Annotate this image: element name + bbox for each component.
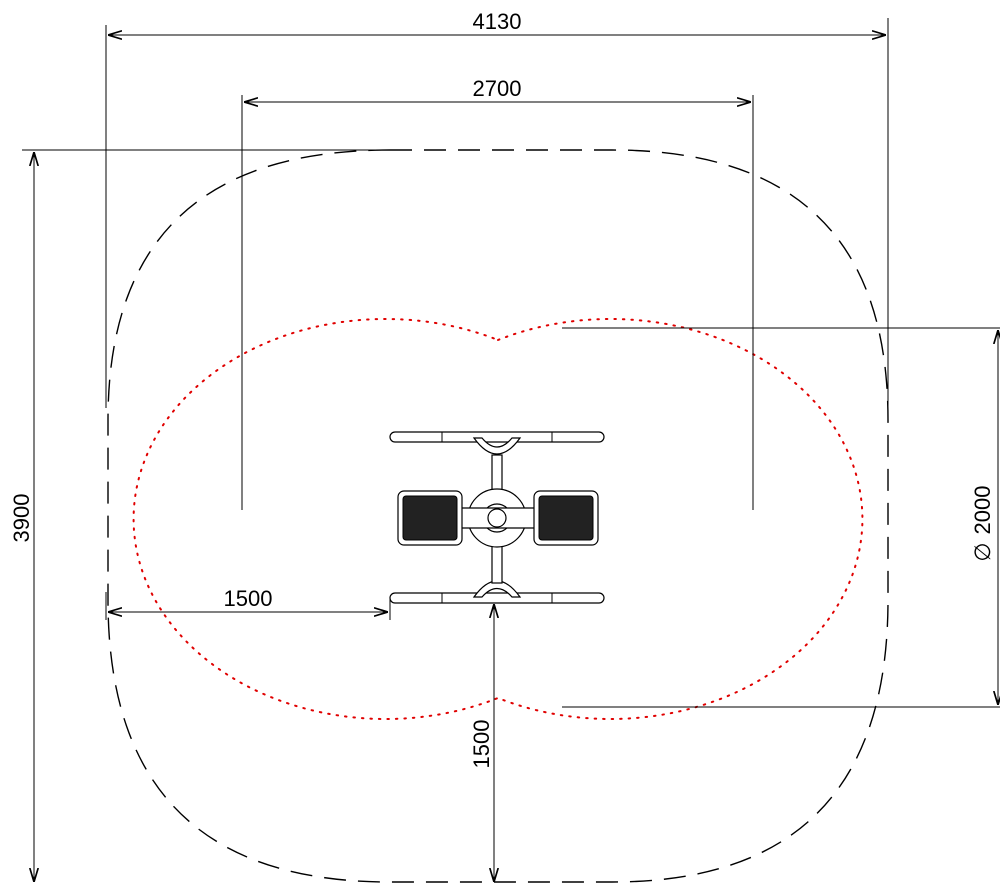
dimension-inner-width: 2700 — [241, 76, 754, 510]
inner-width-label: 2700 — [473, 76, 522, 101]
equipment-top-view — [389, 431, 605, 604]
left-clearance-label: 1500 — [224, 586, 273, 611]
safety-zone-outline — [107, 149, 889, 883]
overall-width-label: 4130 — [473, 9, 522, 34]
dimension-overall-height: 3900 — [9, 149, 390, 882]
dimension-overall-width: 4130 — [105, 9, 889, 408]
overall-height-label: 3900 — [9, 494, 34, 543]
dimension-left-clearance: 1500 — [105, 586, 391, 620]
dimension-free-fall-diameter: ∅ 2000 — [562, 327, 1000, 708]
bottom-clearance-label: 1500 — [469, 720, 494, 769]
diameter-symbol: ∅ — [970, 542, 995, 561]
free-fall-zone — [132, 318, 864, 720]
free-fall-diameter-label: 2000 — [970, 486, 995, 535]
dimension-bottom-clearance: 1500 — [469, 604, 494, 882]
